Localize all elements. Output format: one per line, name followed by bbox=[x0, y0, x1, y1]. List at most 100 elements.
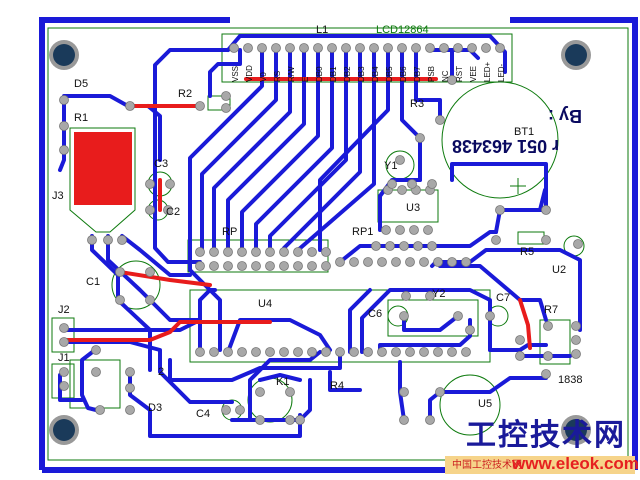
lcd-pad bbox=[481, 43, 491, 53]
watermark-title: 工控技术网 bbox=[466, 418, 626, 453]
component-pad bbox=[59, 337, 69, 347]
component-pad bbox=[543, 321, 553, 331]
component-pad bbox=[285, 387, 295, 397]
label-u4: U4 bbox=[258, 298, 273, 310]
lcd-pad bbox=[369, 43, 379, 53]
component-pad bbox=[435, 387, 445, 397]
component-pad bbox=[415, 133, 425, 143]
rp1-pad bbox=[391, 257, 401, 267]
component-pad bbox=[145, 295, 155, 305]
rp-pad bbox=[251, 261, 261, 271]
u4-pad bbox=[461, 347, 471, 357]
component-pad bbox=[165, 179, 175, 189]
component-pad bbox=[571, 321, 581, 331]
lcd-pad bbox=[355, 43, 365, 53]
lcd-pin-label: VDD bbox=[245, 65, 254, 82]
component-pad bbox=[59, 121, 69, 131]
component-pad bbox=[399, 311, 409, 321]
rp-pad bbox=[223, 261, 233, 271]
rp-pad bbox=[237, 247, 247, 257]
label-r1: R1 bbox=[74, 112, 89, 124]
rp-pad bbox=[321, 247, 331, 257]
u4-pad bbox=[363, 347, 373, 357]
u4-pad bbox=[447, 347, 457, 357]
lcd-pad bbox=[271, 43, 281, 53]
label-u3: U3 bbox=[406, 202, 421, 214]
lcd-pad bbox=[467, 43, 477, 53]
component-pad bbox=[115, 267, 125, 277]
rp-pad bbox=[195, 261, 205, 271]
lcd-pin-label: DB7 bbox=[413, 66, 422, 82]
component-pads bbox=[59, 43, 583, 425]
lcd-pad bbox=[397, 43, 407, 53]
lcd-pin-label: PSB bbox=[427, 65, 436, 82]
lcd-pin-label: NC bbox=[441, 70, 450, 82]
label-r3: R3 bbox=[410, 98, 425, 110]
label-c6: C6 bbox=[368, 308, 383, 320]
lcd-pad bbox=[425, 43, 435, 53]
rp1-pad bbox=[363, 257, 373, 267]
component-pad bbox=[95, 405, 105, 415]
u4-pad bbox=[377, 347, 387, 357]
component-pad bbox=[541, 369, 551, 379]
watermark-bar bbox=[445, 456, 635, 474]
component-pad bbox=[541, 205, 551, 215]
label-r7: R7 bbox=[544, 304, 559, 316]
component-pad bbox=[447, 75, 457, 85]
u4-pad bbox=[209, 347, 219, 357]
battery-text: r 051 463438 bbox=[452, 136, 560, 156]
lcd-pad bbox=[411, 43, 421, 53]
label-c1: C1 bbox=[86, 276, 101, 288]
component-pad bbox=[59, 323, 69, 333]
component-pad bbox=[117, 235, 127, 245]
label-l1: L1 bbox=[316, 24, 329, 36]
rp-pad bbox=[251, 247, 261, 257]
component-pad bbox=[543, 351, 553, 361]
lcd-pad bbox=[285, 43, 295, 53]
label-y1: Y1 bbox=[384, 160, 398, 172]
u4-pad bbox=[405, 347, 415, 357]
component-pad bbox=[485, 311, 495, 321]
label-r2: R2 bbox=[178, 88, 193, 100]
rp1-top-pad bbox=[385, 241, 395, 251]
label-lcd12864: LCD12864 bbox=[376, 24, 429, 36]
u3-pad bbox=[409, 225, 419, 235]
component-pad bbox=[435, 115, 445, 125]
label-c7: C7 bbox=[496, 292, 511, 304]
lcd-pin-label: LED- bbox=[497, 63, 506, 82]
rp-pad bbox=[279, 261, 289, 271]
rp1-pad bbox=[447, 257, 457, 267]
component-pad bbox=[407, 179, 417, 189]
rp-pad bbox=[307, 261, 317, 271]
rp-pad bbox=[195, 247, 205, 257]
label-rp1: RP1 bbox=[352, 226, 374, 238]
component-pad bbox=[221, 91, 231, 101]
rp1-top-pad bbox=[371, 241, 381, 251]
label-c2: C2 bbox=[166, 206, 181, 218]
component-pad bbox=[59, 367, 69, 377]
lcd-pin-label: DB1 bbox=[329, 66, 338, 82]
u4-pad bbox=[335, 347, 345, 357]
component-pad bbox=[515, 351, 525, 361]
rp1-pad bbox=[419, 257, 429, 267]
component-pad bbox=[295, 415, 305, 425]
lcd-pin-label: R/W bbox=[287, 66, 296, 82]
rp-pad bbox=[321, 261, 331, 271]
lcd-pad bbox=[383, 43, 393, 53]
label-y2: Y2 bbox=[432, 288, 446, 300]
component-pad bbox=[515, 335, 525, 345]
rp-pad bbox=[293, 261, 303, 271]
traces-bottom bbox=[58, 34, 582, 438]
component-pad bbox=[125, 383, 135, 393]
lcd-pad bbox=[243, 43, 253, 53]
rp-pad bbox=[209, 247, 219, 257]
label-d2: 2 bbox=[158, 366, 165, 378]
u4-pad bbox=[321, 347, 331, 357]
lcd-pin-label: RS bbox=[273, 70, 282, 82]
component-pad bbox=[59, 381, 69, 391]
rp1-top-pad bbox=[399, 241, 409, 251]
lcd-pad bbox=[453, 43, 463, 53]
u4-pad bbox=[293, 347, 303, 357]
u4-pad bbox=[433, 347, 443, 357]
